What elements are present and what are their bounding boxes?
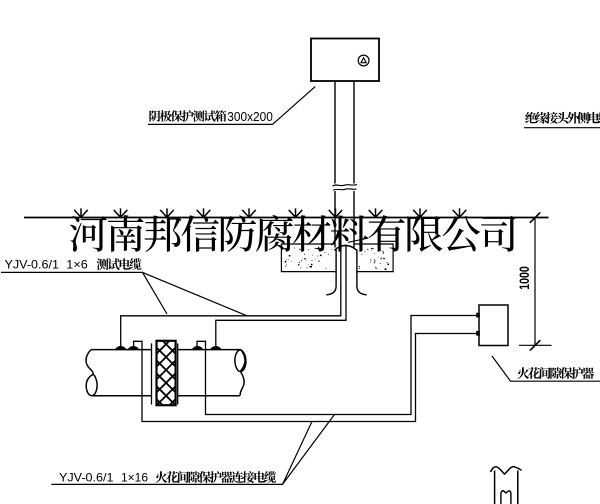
svg-text:1×6: 1×6 (66, 258, 88, 272)
svg-text:1000: 1000 (516, 266, 532, 290)
svg-text:YJV-0.6/1: YJV-0.6/1 (59, 471, 114, 485)
svg-text:300x200: 300x200 (227, 109, 272, 124)
svg-text:YJV-0.6/1: YJV-0.6/1 (5, 258, 60, 272)
svg-text:1×16: 1×16 (121, 471, 148, 485)
